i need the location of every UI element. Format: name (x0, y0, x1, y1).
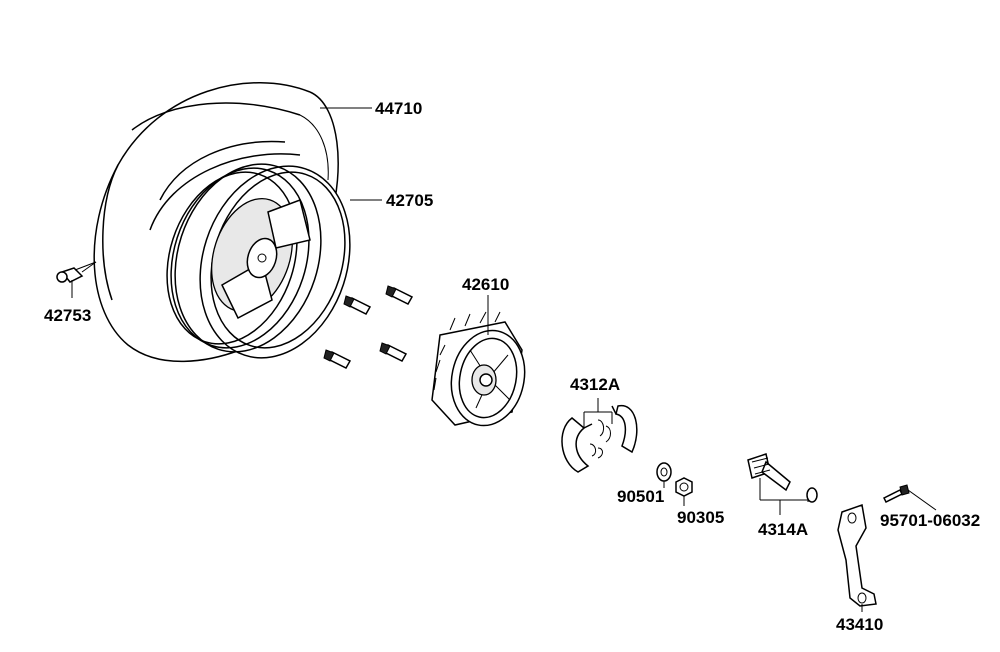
leader-lines (71, 107, 937, 612)
label-rim[interactable]: 42705 (386, 191, 434, 210)
cam-shaft-drawing[interactable] (747, 453, 818, 503)
brake-shoes-drawing[interactable] (561, 405, 638, 473)
label-tire[interactable]: 44710 (375, 99, 423, 118)
label-nut[interactable]: 90305 (677, 508, 725, 527)
brake-arm-drawing[interactable] (837, 503, 877, 607)
tire-drawing[interactable] (93, 81, 339, 363)
label-hub[interactable]: 42610 (462, 275, 510, 294)
valve-drawing[interactable] (56, 261, 97, 283)
nut-drawing[interactable] (675, 477, 693, 497)
washer-drawing[interactable] (656, 462, 672, 482)
label-valve[interactable]: 42753 (44, 306, 92, 325)
hub-drawing[interactable] (431, 311, 533, 432)
label-washer[interactable]: 90501 (617, 487, 665, 506)
label-brake-shoe-set[interactable]: 4312A (570, 375, 621, 394)
label-brake-arm[interactable]: 43410 (836, 615, 884, 634)
label-cam-shaft[interactable]: 4314A (758, 520, 809, 539)
rim-drawing[interactable] (146, 145, 374, 377)
label-bolt[interactable]: 95701-06032 (880, 511, 981, 530)
stud-bolts-drawing[interactable] (323, 285, 414, 369)
bolt-drawing[interactable] (882, 484, 910, 504)
